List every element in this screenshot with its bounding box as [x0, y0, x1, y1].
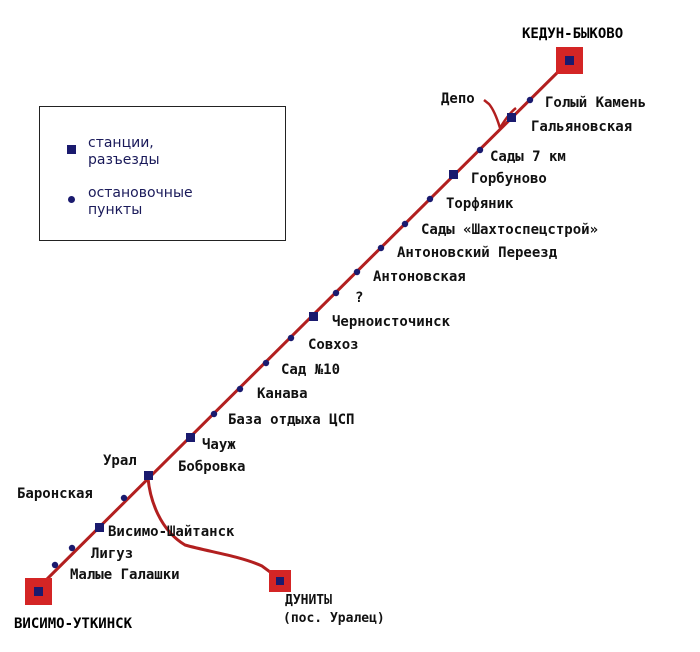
- legend-stop-dot: [68, 196, 75, 203]
- legend-stations-line-1: станции,: [88, 135, 154, 151]
- stop-marker-torfyanik: [426, 195, 434, 203]
- label-liguz: Лигуз: [91, 546, 133, 562]
- legend-stops-line-2: пункты: [88, 202, 143, 218]
- map-legend: станции, разъезды остановочные пункты: [39, 106, 286, 241]
- label-sady-7km: Сады 7 км: [490, 149, 566, 165]
- label-ural: Урал: [103, 453, 137, 469]
- label-sad-10: Сад №10: [281, 362, 340, 378]
- label-chernoistochinsk: Черноисточинск: [332, 314, 451, 330]
- label-sovkhoz: Совхоз: [308, 337, 359, 353]
- station-marker-gorbunovo: [449, 170, 458, 179]
- label-antonovskaya: Антоновская: [373, 269, 466, 285]
- terminal-branch: [269, 570, 291, 592]
- label-kanava: Канава: [257, 386, 308, 402]
- label-baronskaya: Баронская: [17, 486, 93, 502]
- stop-marker-baza-otdykha: [210, 410, 218, 418]
- station-marker-chernoistochinsk: [309, 312, 318, 321]
- label-terminal-branch: ДУНИТЫ: [285, 593, 332, 608]
- stop-marker-golyi-kamen: [526, 96, 534, 104]
- label-unknown: ?: [355, 290, 363, 306]
- stop-marker-sad-10: [262, 359, 270, 367]
- label-terminal-branch-note: (пос. Уралец): [283, 611, 385, 626]
- branch-line-duinity: [146, 477, 282, 582]
- label-galyanovskaya: Гальяновская: [531, 119, 632, 135]
- stop-marker-antonovskaya: [353, 268, 361, 276]
- label-visimo-shaitansk: Висимо-Шайтанск: [108, 524, 235, 540]
- terminal-branch-core: [276, 577, 284, 585]
- label-torfyanik: Торфяник: [446, 196, 514, 212]
- terminal-north: [556, 47, 583, 74]
- stop-marker-sovkhoz: [287, 334, 295, 342]
- stop-marker-kanava: [236, 385, 244, 393]
- legend-stops-text: остановочные пункты: [88, 185, 193, 219]
- label-terminal-north: КЕДУН-БЫКОВО: [522, 26, 623, 42]
- stop-marker-antonovsky-pereezd: [377, 244, 385, 252]
- label-baza-otdykha: База отдыха ЦСП: [228, 412, 354, 428]
- label-depot: Депо: [441, 91, 475, 107]
- terminal-south-core: [34, 587, 43, 596]
- station-marker-galyanovskaya: [507, 113, 516, 122]
- label-bobrovka: Бобровка: [178, 459, 245, 475]
- legend-station-square: [67, 145, 76, 154]
- stop-marker-liguz: [68, 544, 76, 552]
- label-golyi-kamen: Голый Камень: [545, 95, 646, 111]
- label-gorbunovo: Горбуново: [471, 171, 547, 187]
- legend-stops-line-1: остановочные: [88, 185, 193, 201]
- stop-marker-unknown: [332, 289, 340, 297]
- legend-stations-text: станции, разъезды: [88, 135, 160, 169]
- terminal-south: [25, 578, 52, 605]
- label-sady-shakhtospetsstroi: Сады «Шахтоспецстрой»: [421, 222, 598, 238]
- terminal-north-core: [565, 56, 574, 65]
- stop-marker-baronskaya: [120, 494, 128, 502]
- station-marker-ural: [144, 471, 153, 480]
- station-marker-chauzh: [186, 433, 195, 442]
- label-malye-galashki: Малые Галашки: [70, 567, 180, 583]
- label-chauzh: Чауж: [202, 437, 236, 453]
- stop-marker-malye-galashki: [51, 561, 59, 569]
- label-antonovsky-pereezd: Антоновский Переезд: [397, 245, 558, 261]
- stop-marker-sady-7km: [476, 146, 484, 154]
- station-marker-visimo-shaitansk: [95, 523, 104, 532]
- stop-marker-sady-shakhtospetsstroi: [401, 220, 409, 228]
- legend-stations-line-2: разъезды: [88, 152, 160, 168]
- label-terminal-south: ВИСИМО-УТКИНСК: [14, 616, 133, 632]
